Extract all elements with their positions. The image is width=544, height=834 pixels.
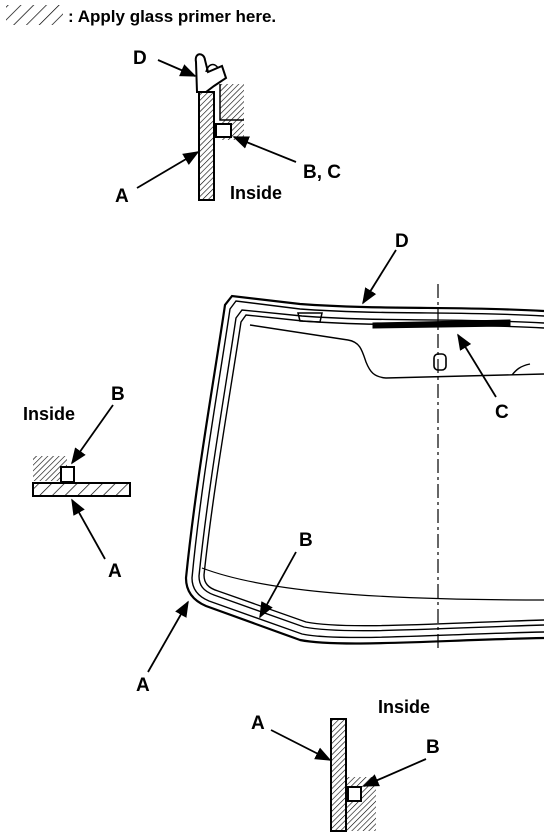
windshield-callouts: D C B A xyxy=(136,231,509,696)
bottom-urethane-block xyxy=(347,786,362,802)
windshield-outer-edge xyxy=(184,294,544,645)
bottom-inside-label: Inside xyxy=(378,697,430,717)
bottom-label-b: B xyxy=(426,737,440,758)
left-glass-section xyxy=(32,482,131,497)
primer-hatch-swatch xyxy=(6,5,63,25)
left-urethane-block xyxy=(60,466,75,483)
left-label-b: B xyxy=(111,384,125,405)
bottom-body-hatched xyxy=(346,777,376,831)
windshield-label-c: C xyxy=(495,402,509,423)
bottom-section-detail: Inside A B xyxy=(251,697,440,832)
mirror-mount xyxy=(433,353,447,371)
windshield-primer-band xyxy=(198,309,544,632)
windshield-label-a: A xyxy=(136,675,150,696)
top-label-d: D xyxy=(133,48,147,69)
left-label-a: A xyxy=(108,561,122,582)
legend-text: : Apply glass primer here. xyxy=(68,7,276,26)
legend: : Apply glass primer here. xyxy=(6,5,276,26)
left-section-detail: Inside B A xyxy=(23,384,131,582)
top-inside-label: Inside xyxy=(230,183,282,203)
urethane-block xyxy=(215,123,232,138)
left-inside-label: Inside xyxy=(23,404,75,424)
top-label-a: A xyxy=(115,186,129,207)
shade-band-outline xyxy=(249,324,544,379)
windshield-label-d: D xyxy=(395,231,409,252)
bottom-label-a: A xyxy=(251,713,265,734)
top-label-bc: B, C xyxy=(303,162,341,183)
molding-d-shape xyxy=(194,53,228,93)
bottom-glass-section xyxy=(330,718,347,832)
top-section-detail: D A B, C Inside xyxy=(115,48,341,207)
windshield-label-b: B xyxy=(299,530,313,551)
glass-section xyxy=(198,91,215,201)
top-molding-strip xyxy=(372,319,511,329)
windshield-view xyxy=(184,284,544,652)
